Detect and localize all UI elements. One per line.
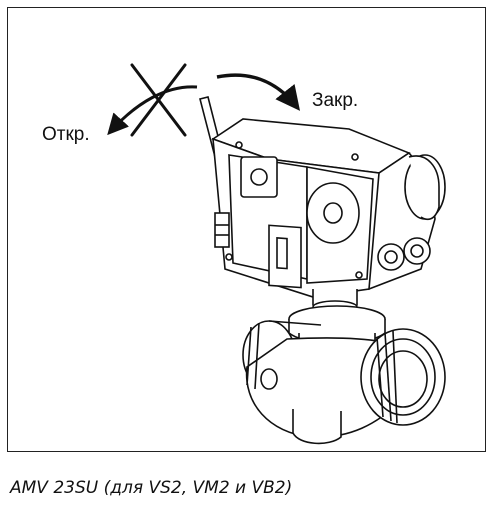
cross-icon: [130, 63, 187, 137]
figure-caption: AMV 23SU (для VS2, VM2 и VB2): [10, 478, 293, 498]
close-direction-label: Закр.: [312, 90, 359, 111]
actuator-valve-drawing: [107, 63, 446, 445]
arrow-left-icon: [107, 85, 198, 136]
actuator-housing: [211, 118, 446, 298]
arrow-right-icon: [216, 73, 301, 111]
open-direction-label: Откр.: [42, 124, 90, 145]
valve-body: [242, 320, 446, 445]
